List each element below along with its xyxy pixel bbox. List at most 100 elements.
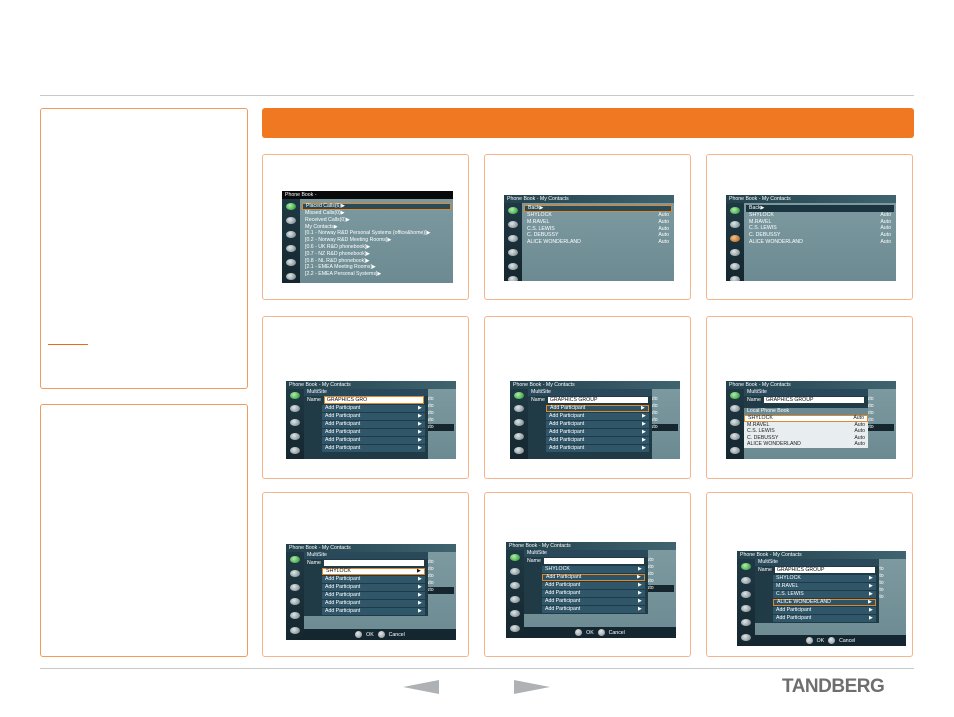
volume-icon[interactable]: [730, 447, 740, 454]
participant-row[interactable]: SHYLOCK▶: [542, 566, 645, 573]
volume-icon[interactable]: [290, 612, 300, 619]
phonebook-icon[interactable]: [286, 217, 296, 224]
phonebook-icon[interactable]: [508, 221, 518, 228]
ok-button-icon[interactable]: [355, 631, 363, 638]
ok-button[interactable]: OK: [586, 629, 594, 636]
camera-icon[interactable]: [730, 249, 740, 256]
call-icon[interactable]: [290, 556, 300, 563]
name-input[interactable]: [323, 560, 424, 566]
list-item[interactable]: [0.8 - NL R&D phonebook]▶: [305, 257, 370, 264]
list-item[interactable]: My Contacts▶: [305, 223, 338, 230]
participant-row[interactable]: C.S. LEWIS▶: [773, 591, 876, 598]
camera-icon[interactable]: [741, 605, 751, 612]
ok-button[interactable]: OK: [366, 631, 374, 638]
cancel-button[interactable]: Cancel: [839, 637, 856, 644]
call-icon[interactable]: [730, 207, 740, 214]
camera-icon[interactable]: [286, 245, 296, 252]
cancel-button-icon[interactable]: [377, 631, 385, 638]
add-participant-row[interactable]: Add Participant▶: [322, 445, 425, 452]
add-participant-row[interactable]: Add Participant▶: [542, 598, 645, 605]
add-participant-row[interactable]: Add Participant▶: [546, 437, 649, 444]
add-participant-row[interactable]: Add Participant▶: [322, 429, 425, 436]
settings-icon[interactable]: [290, 419, 300, 426]
add-participant-row[interactable]: Add Participant▶: [546, 445, 649, 452]
name-input[interactable]: GRAPHICS GROUP: [774, 567, 875, 573]
arrow-left-icon[interactable]: [403, 680, 439, 694]
participant-row[interactable]: SHYLOCK▶: [322, 568, 425, 575]
ok-button-icon[interactable]: [575, 629, 583, 636]
layout-icon[interactable]: [741, 634, 751, 641]
settings-icon[interactable]: [514, 419, 524, 426]
layout-icon[interactable]: [286, 273, 296, 280]
add-participant-row[interactable]: Add Participant▶: [542, 590, 645, 597]
volume-icon[interactable]: [730, 263, 740, 270]
phonebook-icon[interactable]: [730, 221, 740, 228]
ok-button[interactable]: OK: [816, 637, 825, 644]
phonebook-icon[interactable]: [290, 570, 300, 577]
cancel-button-icon[interactable]: [828, 637, 836, 644]
add-participant-row[interactable]: Add Participant▶: [546, 405, 649, 412]
settings-icon[interactable]: [286, 231, 296, 238]
name-input[interactable]: GRAPHICS GRO: [323, 396, 424, 404]
add-participant-row[interactable]: Add Participant▶: [322, 413, 425, 420]
camera-icon[interactable]: [514, 433, 524, 440]
settings-icon[interactable]: [508, 235, 518, 242]
camera-icon[interactable]: [510, 596, 520, 603]
add-participant-row[interactable]: Add Participant▶: [546, 421, 649, 428]
name-input[interactable]: [543, 558, 644, 564]
side-link-underline[interactable]: [48, 344, 88, 345]
volume-icon[interactable]: [741, 619, 751, 626]
call-icon[interactable]: [514, 392, 524, 399]
multisite-icon[interactable]: [730, 235, 740, 242]
phonebook-icon[interactable]: [514, 405, 524, 412]
call-icon[interactable]: [741, 563, 751, 570]
list-item[interactable]: [0.2 - Norway R&D Meeting Rooms]▶: [305, 237, 392, 244]
add-participant-row[interactable]: Add Participant▶: [546, 429, 649, 436]
participant-row[interactable]: ALICE WONDERLAND▶: [773, 599, 876, 606]
call-icon[interactable]: [286, 203, 296, 210]
ok-button-icon[interactable]: [805, 637, 813, 644]
back-item[interactable]: Back▶: [524, 205, 672, 212]
participant-row[interactable]: M.RAVEL▶: [773, 583, 876, 590]
volume-icon[interactable]: [286, 259, 296, 266]
list-item[interactable]: Missed Calls(0)▶: [305, 210, 345, 216]
add-participant-row[interactable]: Add Participant▶: [322, 608, 425, 615]
add-participant-row[interactable]: Add Participant▶: [322, 584, 425, 591]
cancel-button-icon[interactable]: [597, 629, 605, 636]
add-participant-row[interactable]: Add Participant▶: [542, 582, 645, 589]
list-item[interactable]: [2.1 - EMEA Meeting Rooms]▶: [305, 264, 376, 271]
list-item[interactable]: [0.1 - Norway R&D Personal Systems (offi…: [305, 230, 431, 237]
name-input[interactable]: GRAPHICS GROUP: [547, 397, 648, 403]
phonebook-icon[interactable]: [290, 405, 300, 412]
add-participant-row[interactable]: Add Participant▶: [542, 606, 645, 613]
participant-row[interactable]: SHYLOCK▶: [773, 575, 876, 582]
volume-icon[interactable]: [514, 447, 524, 454]
settings-icon[interactable]: [730, 419, 740, 426]
list-item[interactable]: [0.7 - NZ R&D phonebook]▶: [305, 250, 371, 257]
volume-icon[interactable]: [290, 447, 300, 454]
settings-icon[interactable]: [510, 582, 520, 589]
camera-icon[interactable]: [730, 433, 740, 440]
camera-icon[interactable]: [290, 598, 300, 605]
call-icon[interactable]: [730, 392, 740, 399]
layout-icon[interactable]: [290, 627, 300, 634]
layout-icon[interactable]: [508, 276, 518, 281]
phonebook-icon[interactable]: [510, 568, 520, 575]
cancel-button[interactable]: Cancel: [388, 631, 405, 638]
add-participant-row[interactable]: Add Participant▶: [773, 607, 876, 614]
add-participant-row[interactable]: Add Participant▶: [322, 576, 425, 583]
add-participant-row[interactable]: Add Participant▶: [542, 574, 645, 581]
call-icon[interactable]: [508, 207, 518, 214]
